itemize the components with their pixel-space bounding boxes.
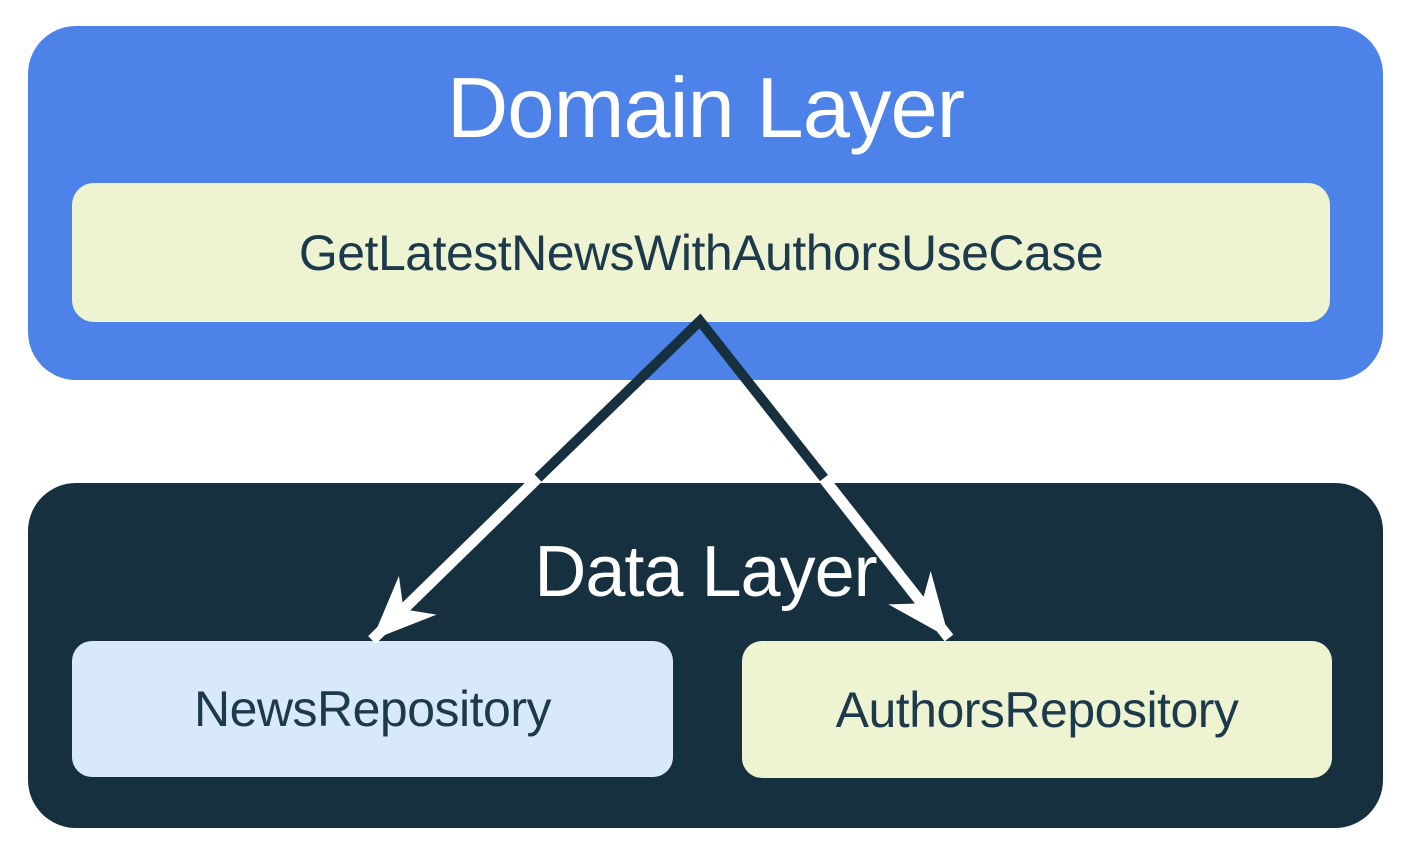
authors-repository-box: AuthorsRepository — [742, 641, 1332, 778]
domain-layer-title: Domain Layer — [446, 61, 965, 156]
news-repository-label: NewsRepository — [193, 681, 552, 737]
domain-layer-box: Domain Layer GetLatestNewsWithAuthorsUse… — [28, 26, 1383, 380]
usecase-label: GetLatestNewsWithAuthorsUseCase — [298, 224, 1104, 281]
authors-repository-label: AuthorsRepository — [835, 681, 1239, 738]
data-layer-title: Data Layer — [534, 532, 877, 612]
data-layer-box: Data Layer NewsRepository AuthorsReposit… — [28, 483, 1383, 828]
usecase-box: GetLatestNewsWithAuthorsUseCase — [72, 183, 1330, 322]
news-repository-box: NewsRepository — [72, 641, 673, 777]
